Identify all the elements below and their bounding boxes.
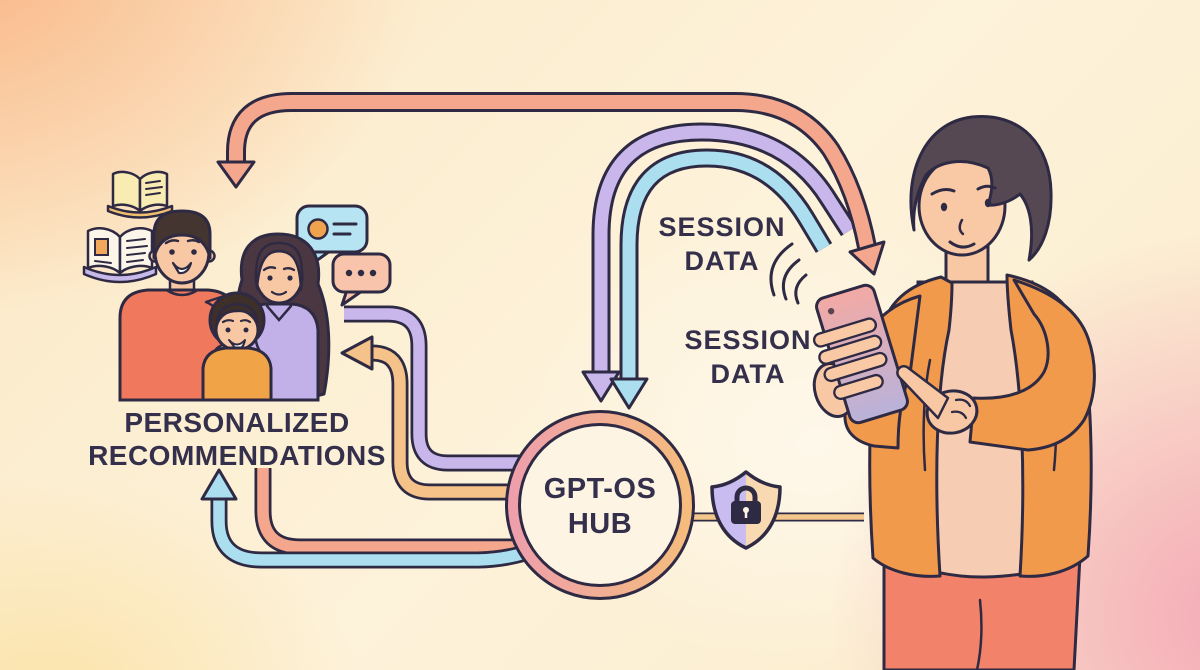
gpt-os-hub-node bbox=[505, 410, 695, 600]
recommendation-line-coral bbox=[254, 468, 560, 556]
open-book-icon bbox=[106, 170, 174, 219]
person-illustration bbox=[769, 115, 1096, 670]
top-feedback-arrow-coral bbox=[216, 92, 886, 276]
shield-lock-icon bbox=[710, 470, 782, 550]
session-data-arrow-purple bbox=[581, 122, 857, 403]
hub-label: GPT-OS HUB bbox=[543, 473, 657, 540]
session-data-arrow-cyan bbox=[609, 148, 833, 410]
recommendations-line: RECOMMENDATIONS bbox=[88, 440, 386, 471]
chat-bubble-typing-dots-icon bbox=[331, 252, 392, 307]
open-book-icon bbox=[82, 227, 158, 284]
recommendation-line-purple bbox=[344, 305, 533, 472]
personalized-line: PERSONALIZED bbox=[124, 407, 350, 438]
session-data-label-bottom: SESSION DATA bbox=[684, 325, 812, 389]
session-data-label-top: SESSION DATA bbox=[658, 212, 786, 276]
wifi-waves-icon bbox=[769, 242, 808, 305]
recommendation-arrow-orange bbox=[340, 335, 540, 501]
family-illustration bbox=[118, 209, 331, 402]
personalized-recommendations-label: PERSONALIZED RECOMMENDATIONS bbox=[88, 406, 386, 472]
